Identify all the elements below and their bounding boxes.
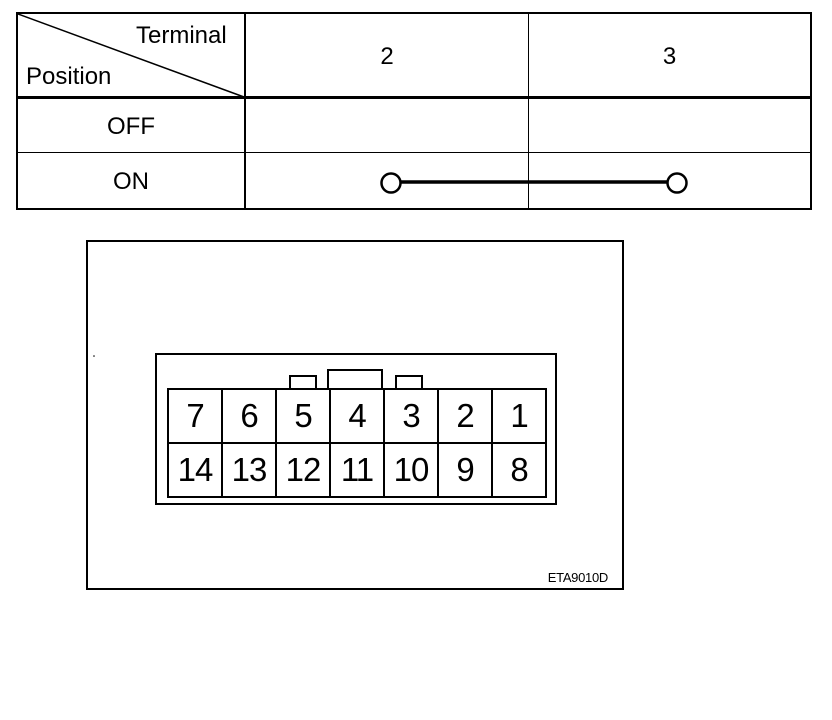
pin-label: 5 xyxy=(294,397,312,434)
connector-drawing xyxy=(93,353,557,505)
pin-cell xyxy=(167,442,223,498)
pin-label: 9 xyxy=(456,451,474,488)
table-divider xyxy=(528,14,529,208)
terminal-2-node xyxy=(380,172,402,194)
pin-label: 3 xyxy=(402,397,420,434)
pin-label: 12 xyxy=(285,451,322,488)
pin-label: 2 xyxy=(456,397,474,434)
pin-label: 13 xyxy=(231,451,268,488)
pin-grid xyxy=(167,388,547,498)
pin-label: 1 xyxy=(510,397,528,434)
table-divider xyxy=(18,96,810,99)
pin-label: 6 xyxy=(240,397,258,434)
continuity-mark xyxy=(380,172,688,194)
terminal-column-header: 2 xyxy=(380,43,394,70)
pin-cell xyxy=(221,442,277,498)
pin-cell xyxy=(437,388,493,444)
position-row-label: ON xyxy=(113,168,149,195)
pin-label: 7 xyxy=(186,397,204,434)
continuity-table: Terminal Position 2 3 OFF ON xyxy=(16,12,812,210)
table-divider xyxy=(18,152,810,153)
pin-cell xyxy=(491,388,547,444)
pin-label: 8 xyxy=(510,451,528,488)
terminal-header: Terminal xyxy=(136,22,227,49)
figure-code: ETA9010D xyxy=(547,570,609,585)
pin-cell xyxy=(491,442,547,498)
terminal-3-node xyxy=(666,172,688,194)
terminal-column-header: 3 xyxy=(662,43,677,70)
position-row-label: OFF xyxy=(107,113,155,140)
pin-label: 10 xyxy=(393,451,430,488)
locking-tab xyxy=(289,375,317,391)
pin-cell xyxy=(221,388,277,444)
pin-label: 11 xyxy=(340,451,374,488)
table-divider xyxy=(244,14,246,208)
pin-label: 4 xyxy=(348,397,366,434)
locking-tab xyxy=(395,375,423,391)
diagonal-header-line xyxy=(18,14,245,98)
pin-label: 14 xyxy=(177,451,214,488)
position-header: Position xyxy=(26,63,112,90)
locking-tab xyxy=(327,369,383,391)
